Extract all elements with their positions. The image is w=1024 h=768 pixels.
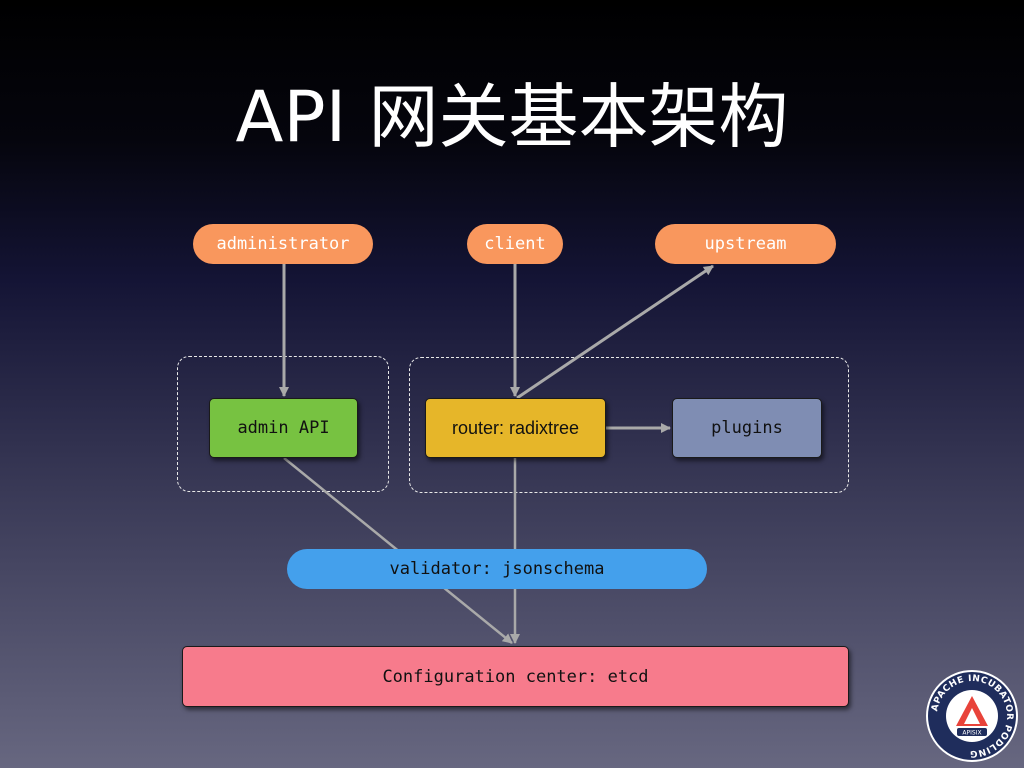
plugins-node: plugins <box>672 398 822 458</box>
gateway-group <box>409 357 849 493</box>
svg-text:APISIX: APISIX <box>962 730 981 737</box>
page-title: API 网关基本架构 <box>235 76 789 158</box>
validator-node: validator: jsonschema <box>287 549 707 589</box>
apisix-logo: APACHE INCUBATOR PODLING APISIX <box>926 670 1018 762</box>
admin-api-node: admin API <box>209 398 358 458</box>
edge-router-to-upstream <box>516 264 714 400</box>
client-node: client <box>467 224 563 264</box>
router-node: router: radixtree <box>425 398 606 458</box>
config-center-node: Configuration center: etcd <box>182 646 849 707</box>
upstream-node: upstream <box>655 224 836 264</box>
administrator-node: administrator <box>193 224 373 264</box>
